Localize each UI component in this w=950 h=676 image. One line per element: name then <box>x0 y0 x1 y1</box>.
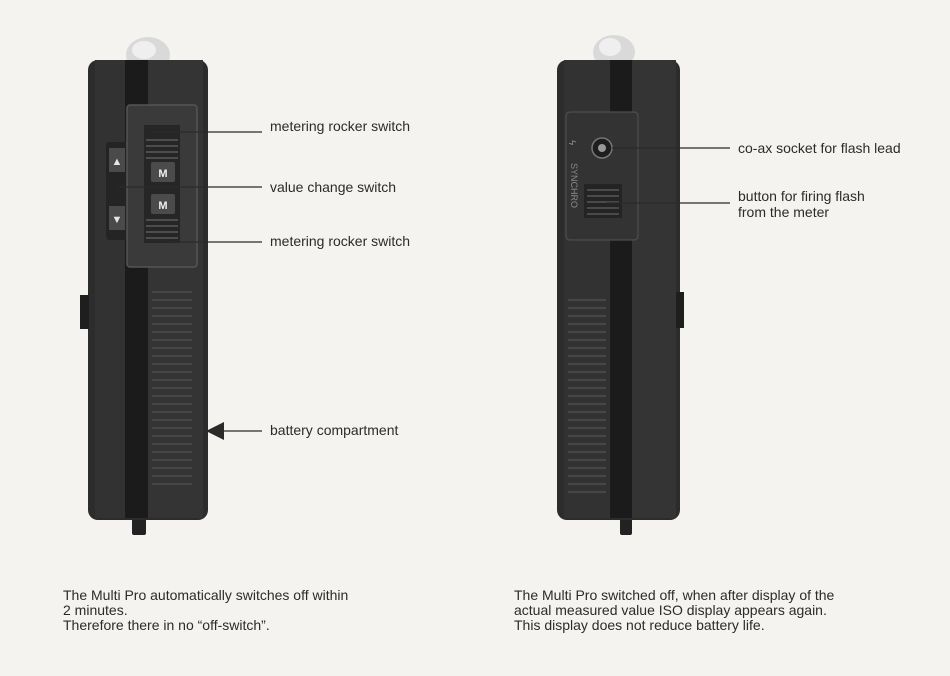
down-arrow-icon: ▼ <box>112 214 123 226</box>
lightning-icon: ϟ <box>566 140 577 146</box>
right-device-image <box>557 35 684 535</box>
left-caption: The Multi Pro automatically switches off… <box>63 588 348 633</box>
synchro-imprint: SYNCHRO <box>569 163 579 208</box>
caption-line: Therefore there in no “off-switch”. <box>63 617 270 633</box>
m-button-glyph: M <box>158 168 167 180</box>
flash-button-label-line: button for firing flash <box>738 188 865 204</box>
battery-arrow-icon <box>206 422 224 440</box>
caption-line: The Multi Pro switched off, when after d… <box>514 587 835 603</box>
flash-button-label: button for firing flash from the meter <box>738 188 865 220</box>
caption-line: This display does not reduce battery lif… <box>514 617 765 633</box>
left-leader-lines <box>118 131 262 432</box>
up-arrow-icon: ▲ <box>112 156 123 168</box>
caption-line: actual measured value ISO display appear… <box>514 602 827 618</box>
metering-rocker-switch-label: metering rocker switch <box>270 233 411 249</box>
caption-line: 2 minutes. <box>63 602 128 618</box>
m-button-glyph: M <box>158 200 167 212</box>
right-caption: The Multi Pro switched off, when after d… <box>514 588 834 633</box>
left-device-image <box>80 37 208 535</box>
coax-socket-label: co-ax socket for flash lead <box>738 140 901 156</box>
metering-rocker-switch-label: metering rocker switch <box>270 118 411 134</box>
caption-line: The Multi Pro automatically switches off… <box>63 587 349 603</box>
battery-compartment-label: battery compartment <box>270 422 399 438</box>
flash-button-label-line: from the meter <box>738 204 830 220</box>
value-change-switch-label: value change switch <box>270 179 397 195</box>
right-leader-lines <box>606 147 730 204</box>
